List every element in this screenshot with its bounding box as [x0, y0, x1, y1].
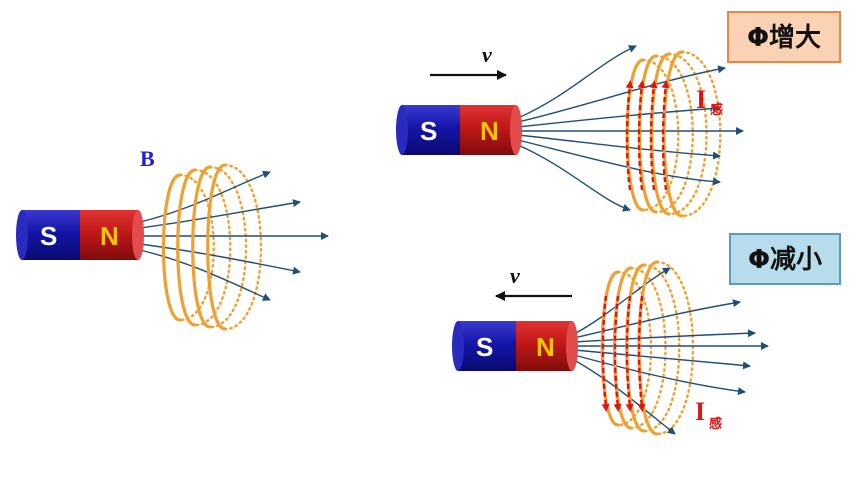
- current-arrow-up: [625, 80, 634, 191]
- current-arrow-down: [601, 295, 610, 412]
- field-line: [573, 267, 671, 335]
- s-pole-label: S: [420, 116, 437, 146]
- field-line: [573, 329, 756, 343]
- field-line: [139, 199, 301, 229]
- magnet-s-pole: [402, 105, 460, 155]
- field-line: [573, 354, 746, 396]
- field-line: [517, 139, 721, 186]
- approach-magnet: S N: [396, 105, 522, 155]
- magnet-n-pole: [80, 210, 138, 260]
- magnet-back-cap: [452, 321, 464, 371]
- induced-current-symbol: I: [696, 85, 706, 114]
- retreat-induced-current-arrows: [601, 295, 646, 412]
- retreat-magnet-group: v Φ减小: [452, 233, 841, 436]
- field-line: [517, 144, 631, 212]
- induced-current-subscript: 感: [709, 416, 722, 431]
- magnet-n-pole: [460, 105, 516, 155]
- induced-current-subscript: 感: [710, 102, 723, 117]
- field-line: [139, 170, 271, 223]
- field-line: [139, 249, 271, 301]
- static-magnet: S N: [16, 210, 144, 260]
- retreat-coil-back: [616, 260, 695, 436]
- static-coil-back: [178, 163, 263, 331]
- flux-decrease-text: Φ减小: [748, 245, 822, 275]
- flux-increase-text: Φ增大: [747, 22, 821, 53]
- field-line: [517, 45, 637, 119]
- retreat-magnet: S N: [452, 321, 578, 371]
- approach-magnet-group: v Φ增大: [396, 11, 841, 218]
- n-pole-label: N: [100, 221, 119, 251]
- magnet-n-pole: [516, 321, 572, 371]
- s-pole-label: S: [40, 221, 57, 251]
- n-pole-label: N: [536, 332, 555, 362]
- field-line: [139, 243, 301, 275]
- field-line: [573, 299, 741, 339]
- field-line: [573, 359, 676, 435]
- retreat-coil-front: [600, 260, 659, 436]
- current-arrow-down: [637, 295, 646, 412]
- current-arrow-down: [613, 295, 622, 412]
- magnet-back-cap: [396, 105, 408, 155]
- approach-coil-back: [641, 50, 722, 218]
- current-arrow-up: [649, 80, 658, 191]
- static-coil-front: [161, 163, 227, 331]
- approach-induced-current-arrows: [625, 80, 670, 191]
- velocity-label-retreat: v: [510, 263, 520, 288]
- magnet-s-pole: [22, 210, 80, 260]
- approach-field-lines: [517, 45, 744, 212]
- field-label-b: B: [140, 146, 155, 171]
- retreat-field-lines: [573, 267, 769, 435]
- field-line: [517, 104, 721, 128]
- magnet-end-cap: [566, 321, 578, 371]
- current-arrow-down: [625, 295, 634, 412]
- flux-increase-badge: [727, 11, 841, 63]
- current-arrow-up: [637, 80, 646, 191]
- magnet-back-cap: [16, 210, 28, 260]
- n-pole-label: N: [480, 116, 499, 146]
- static-magnet-group: B S N: [16, 146, 329, 331]
- field-line: [517, 134, 721, 160]
- magnet-end-cap: [132, 210, 144, 260]
- induced-current-symbol: I: [695, 397, 705, 426]
- field-line: [573, 349, 751, 370]
- field-line: [517, 65, 726, 123]
- s-pole-label: S: [476, 332, 493, 362]
- current-arrow-up: [661, 80, 670, 191]
- approach-coil-front: [625, 50, 684, 218]
- magnet-end-cap: [510, 105, 522, 155]
- flux-decrease-badge: [729, 233, 841, 285]
- magnet-s-pole: [458, 321, 516, 371]
- velocity-label-approach: v: [482, 42, 492, 67]
